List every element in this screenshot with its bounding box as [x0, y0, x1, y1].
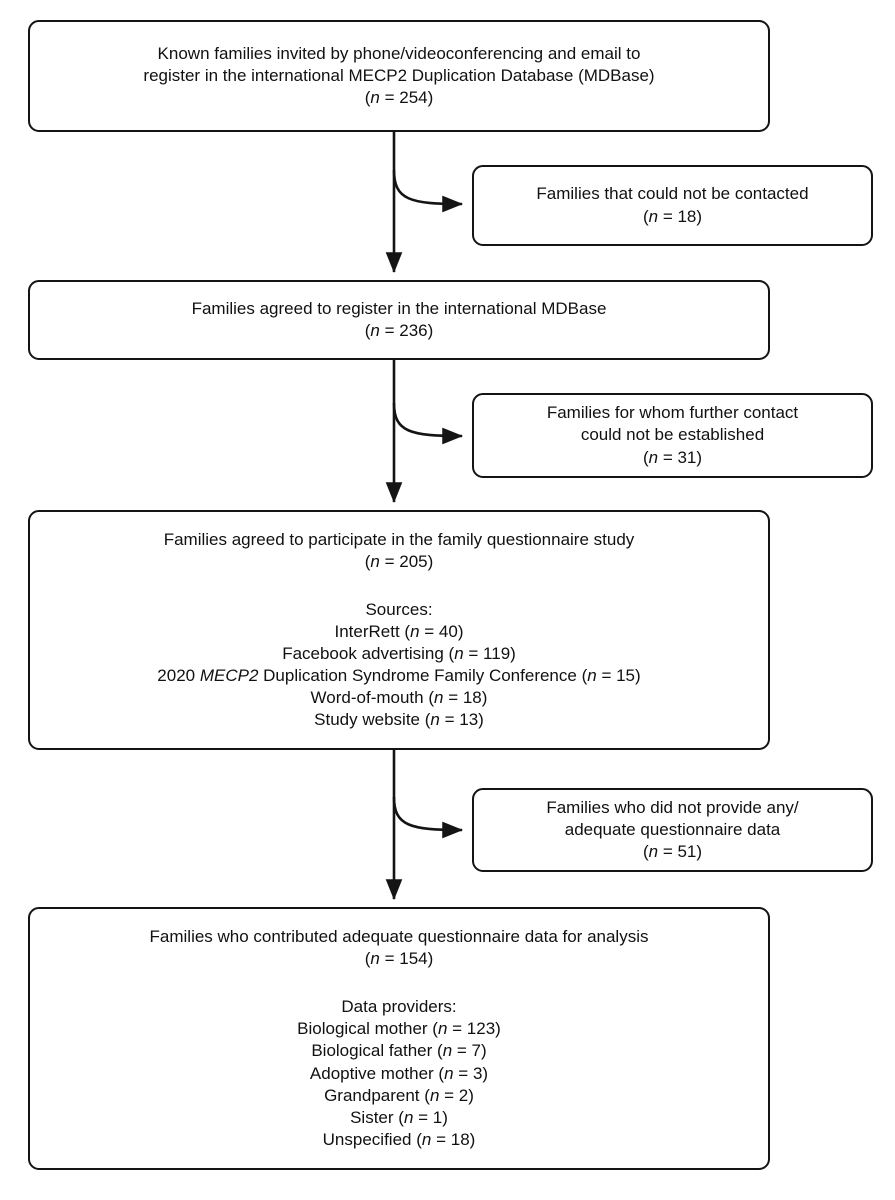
node-no-further-contact-count: (n = 31): [642, 447, 703, 467]
connector-branch-no-adequate-data: [392, 796, 464, 839]
connector-branch-not-contacted: [392, 169, 464, 213]
n-italic: n: [648, 447, 659, 467]
n-italic: n: [370, 321, 380, 340]
n-italic: n: [434, 688, 444, 708]
node-not-contacted-line1: Families that could not be contacted: [536, 184, 809, 204]
connector-branch-no-further-contact: [392, 402, 464, 445]
source-item-interrett: InterRett (n = 40): [334, 621, 464, 641]
n-italic: n: [370, 949, 380, 969]
n-italic: n: [648, 842, 659, 862]
node-registered[interactable]: Families agreed to register in the inter…: [28, 280, 770, 360]
n-italic: n: [648, 206, 659, 226]
node-no-adequate-data-line1: Families who did not provide any/: [546, 797, 799, 817]
node-agreed-questionnaire[interactable]: Families agreed to participate in the fa…: [28, 510, 770, 750]
source-item-word-of-mouth: Word-of-mouth (n = 18): [310, 688, 488, 708]
n-italic: n: [370, 551, 380, 571]
n-italic: n: [370, 88, 380, 108]
n-italic: n: [444, 1063, 454, 1083]
sources-heading: Sources:: [365, 599, 433, 619]
node-invited-line2: register in the international MECP2 Dupl…: [143, 65, 654, 87]
gene-name-italic: MECP2: [199, 666, 259, 686]
node-not-contacted-count: (n = 18): [642, 206, 703, 226]
source-item-conference: 2020 MECP2 Duplication Syndrome Family C…: [157, 666, 641, 686]
n-italic: n: [410, 621, 420, 641]
node-invited-line1: Known families invited by phone/videocon…: [157, 43, 641, 63]
node-no-further-contact-line2: could not be established: [580, 425, 765, 445]
n-italic: n: [442, 1041, 453, 1061]
node-agreed-count: (n = 205): [364, 551, 434, 571]
n-italic: n: [454, 644, 464, 663]
node-agreed-line1: Families agreed to participate in the fa…: [163, 529, 635, 549]
provider-item-sister: Sister (n = 1): [350, 1107, 448, 1127]
provider-item-grandparent: Grandparent (n = 2): [324, 1085, 474, 1105]
node-analysis-line1: Families who contributed adequate questi…: [149, 927, 649, 947]
n-italic: n: [429, 1085, 440, 1105]
node-analysis-count: (n = 154): [364, 949, 434, 969]
n-italic: n: [587, 666, 597, 686]
node-registered-line1: Families agreed to register in the inter…: [191, 298, 607, 318]
provider-item-biological-mother: Biological mother (n = 123): [297, 1019, 501, 1039]
provider-item-adoptive-mother: Adoptive mother (n = 3): [309, 1063, 489, 1083]
n-italic: n: [430, 710, 440, 730]
source-item-study-website: Study website (n = 13): [314, 710, 484, 730]
node-no-adequate-data[interactable]: Families who did not provide any/ adequa…: [472, 788, 873, 872]
node-no-adequate-data-line2: adequate questionnaire data: [564, 819, 781, 839]
source-item-facebook: Facebook advertising (n = 119): [282, 644, 516, 663]
node-no-further-contact[interactable]: Families for whom further contact could …: [472, 393, 873, 478]
node-analysis[interactable]: Families who contributed adequate questi…: [28, 907, 770, 1170]
n-italic: n: [403, 1107, 414, 1127]
provider-item-unspecified: Unspecified (n = 18): [322, 1129, 476, 1149]
node-no-further-contact-line1: Families for whom further contact: [546, 403, 799, 423]
node-registered-count: (n = 236): [364, 321, 434, 340]
node-no-adequate-data-count: (n = 51): [642, 842, 703, 862]
node-invited-line2-text: register in the international MECP2 Dupl…: [143, 65, 655, 85]
providers-heading: Data providers:: [341, 997, 457, 1017]
n-italic: n: [421, 1129, 432, 1149]
n-italic: n: [437, 1019, 448, 1039]
node-invited[interactable]: Known families invited by phone/videocon…: [28, 20, 770, 132]
provider-item-biological-father: Biological father (n = 7): [311, 1041, 487, 1061]
node-invited-count: (n = 254): [364, 88, 434, 108]
node-not-contacted[interactable]: Families that could not be contacted (n …: [472, 165, 873, 246]
